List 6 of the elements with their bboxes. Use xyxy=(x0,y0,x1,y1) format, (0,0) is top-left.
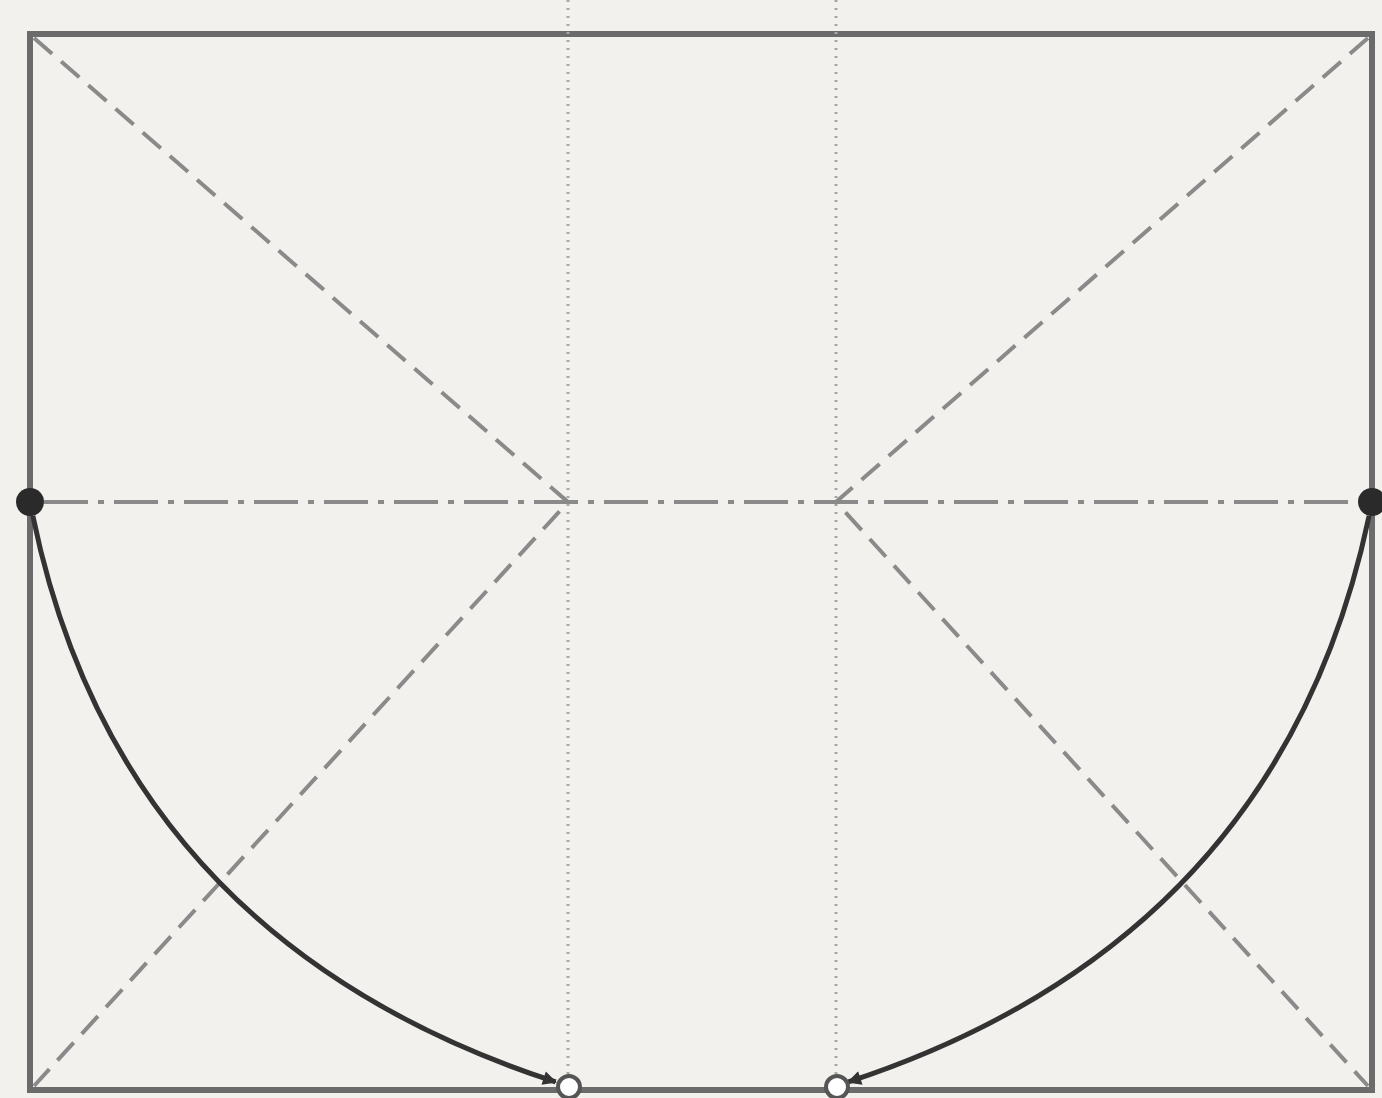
target-point-marker xyxy=(555,1073,581,1098)
fold-arrow xyxy=(30,515,557,1085)
point-marker xyxy=(16,488,44,516)
target-point-marker xyxy=(823,1073,849,1098)
point-marker xyxy=(1358,488,1382,516)
fold-arrow xyxy=(847,515,1372,1085)
